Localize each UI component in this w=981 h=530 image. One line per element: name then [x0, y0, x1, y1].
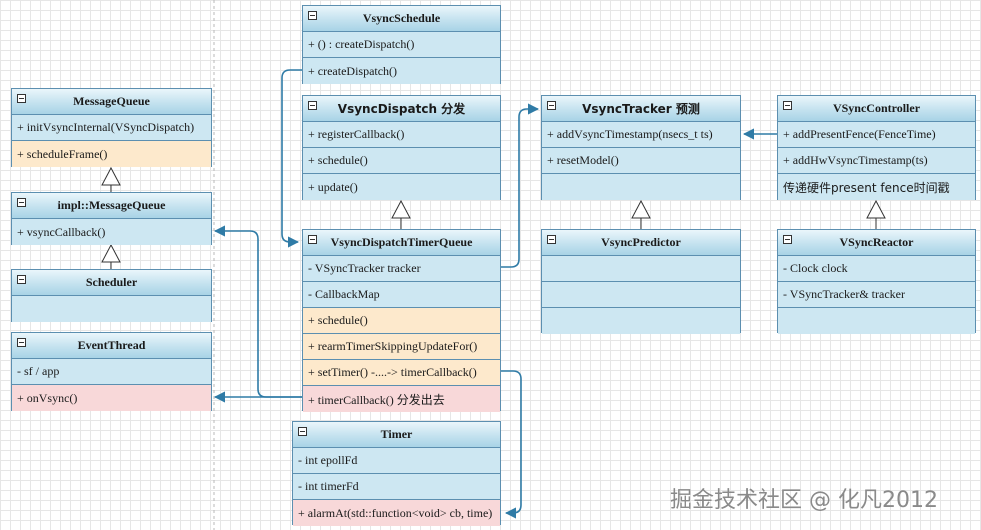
class-header[interactable]: VsyncPredictor: [542, 230, 740, 256]
callback-row: + timerCallback() 分发出去: [303, 386, 500, 412]
class-name: EventThread: [77, 338, 146, 352]
inheritance-message-queue: [101, 166, 121, 193]
class-vsync-dispatch[interactable]: VsyncDispatch 分发 + registerCallback() + …: [302, 95, 501, 200]
method-row: + addPresentFence(FenceTime): [778, 122, 975, 148]
collapse-toggle-icon[interactable]: [783, 101, 792, 110]
empty-row: [778, 308, 975, 334]
method-row: + () : createDispatch(): [303, 32, 500, 58]
class-header[interactable]: Timer: [293, 422, 500, 448]
method-row: + addVsyncTimestamp(nsecs_t ts): [542, 122, 740, 148]
method-row: + update(): [303, 174, 500, 200]
method-row: + vsyncCallback(): [12, 219, 211, 245]
class-header[interactable]: MessageQueue: [12, 89, 211, 115]
collapse-toggle-icon[interactable]: [17, 338, 26, 347]
attribute-row: - VSyncTracker& tracker: [778, 282, 975, 308]
class-name: VsyncPredictor: [601, 235, 681, 249]
method-row: + schedule(): [303, 148, 500, 174]
empty-row: [12, 296, 211, 322]
method-row: + setTimer() -....-> timerCallback(): [303, 360, 500, 386]
class-name: Timer: [380, 427, 413, 441]
class-header[interactable]: VsyncSchedule: [303, 6, 500, 32]
class-scheduler[interactable]: Scheduler: [11, 269, 212, 322]
edge-timer-queue-to-tracker: [501, 103, 540, 268]
class-header[interactable]: EventThread: [12, 333, 211, 359]
collapse-toggle-icon[interactable]: [308, 235, 317, 244]
inheritance-vsync-tracker: [631, 199, 651, 229]
class-name: VsyncSchedule: [362, 11, 441, 25]
class-header[interactable]: VsyncDispatchTimerQueue: [303, 230, 500, 256]
method-row: + scheduleFrame(): [12, 141, 211, 167]
method-row: + createDispatch(): [303, 58, 500, 84]
attribute-row: - VSyncTracker tracker: [303, 256, 500, 282]
class-name: VsyncTracker 预测: [582, 102, 700, 116]
collapse-toggle-icon[interactable]: [17, 94, 26, 103]
method-row: + alarmAt(std::function<void> cb, time): [293, 500, 500, 526]
class-vsync-schedule[interactable]: VsyncSchedule + () : createDispatch() + …: [302, 5, 501, 84]
edge-schedule-to-timer-queue: [281, 69, 302, 248]
inheritance-impl-message-queue: [101, 243, 121, 270]
class-name: impl::MessageQueue: [57, 198, 166, 212]
attribute-row: - int epollFd: [293, 448, 500, 474]
empty-row: [542, 282, 740, 308]
collapse-toggle-icon[interactable]: [17, 275, 26, 284]
class-vsync-reactor[interactable]: VSyncReactor - Clock clock - VSyncTracke…: [777, 229, 976, 334]
class-name: VSyncController: [832, 101, 921, 115]
collapse-toggle-icon[interactable]: [547, 235, 556, 244]
edge-settimer-to-timer: [501, 370, 522, 519]
method-row: + registerCallback(): [303, 122, 500, 148]
method-row: + schedule(): [303, 308, 500, 334]
class-header[interactable]: VSyncReactor: [778, 230, 975, 256]
class-impl-message-queue[interactable]: impl::MessageQueue + vsyncCallback(): [11, 192, 212, 245]
class-name: Scheduler: [85, 275, 138, 289]
collapse-toggle-icon[interactable]: [17, 198, 26, 207]
collapse-toggle-icon[interactable]: [308, 101, 317, 110]
class-name: VsyncDispatch 分发: [337, 102, 466, 116]
class-vsync-controller[interactable]: VSyncController + addPresentFence(FenceT…: [777, 95, 976, 200]
empty-row: [542, 174, 740, 200]
method-row: + resetModel(): [542, 148, 740, 174]
empty-row: [542, 256, 740, 282]
class-header[interactable]: impl::MessageQueue: [12, 193, 211, 219]
class-name: VSyncReactor: [839, 235, 914, 249]
method-row: + onVsync(): [12, 385, 211, 411]
class-event-thread[interactable]: EventThread - sf / app + onVsync(): [11, 332, 212, 411]
attribute-row: - int timerFd: [293, 474, 500, 500]
class-header[interactable]: VsyncDispatch 分发: [303, 96, 500, 122]
collapse-toggle-icon[interactable]: [298, 427, 307, 436]
attribute-row: - sf / app: [12, 359, 211, 385]
class-header[interactable]: VsyncTracker 预测: [542, 96, 740, 122]
method-row: + rearmTimerSkippingUpdateFor(): [303, 334, 500, 360]
class-vsync-tracker[interactable]: VsyncTracker 预测 + addVsyncTimestamp(nsec…: [541, 95, 741, 200]
attribute-row: - Clock clock: [778, 256, 975, 282]
class-header[interactable]: VSyncController: [778, 96, 975, 122]
method-row: + initVsyncInternal(VSyncDispatch): [12, 115, 211, 141]
class-header[interactable]: Scheduler: [12, 270, 211, 296]
class-timer[interactable]: Timer - int epollFd - int timerFd + alar…: [292, 421, 501, 526]
note-row: 传递硬件present fence时间戳: [778, 174, 975, 200]
inheritance-vsync-dispatch: [391, 199, 411, 229]
class-name: MessageQueue: [73, 94, 150, 108]
watermark: 掘金技术社区 @ 化凡2012: [670, 488, 938, 513]
edge-timercallback-to-vsynccallback: [213, 225, 302, 398]
class-vsync-predictor[interactable]: VsyncPredictor: [541, 229, 741, 334]
class-name: VsyncDispatchTimerQueue: [330, 235, 473, 249]
inheritance-vsync-controller: [866, 199, 886, 229]
class-vsync-dispatch-timer-queue[interactable]: VsyncDispatchTimerQueue - VSyncTracker t…: [302, 229, 501, 412]
empty-row: [542, 308, 740, 334]
method-row: + addHwVsyncTimestamp(ts): [778, 148, 975, 174]
collapse-toggle-icon[interactable]: [308, 11, 317, 20]
collapse-toggle-icon[interactable]: [547, 101, 556, 110]
collapse-toggle-icon[interactable]: [783, 235, 792, 244]
attribute-row: - CallbackMap: [303, 282, 500, 308]
class-message-queue[interactable]: MessageQueue + initVsyncInternal(VSyncDi…: [11, 88, 212, 167]
